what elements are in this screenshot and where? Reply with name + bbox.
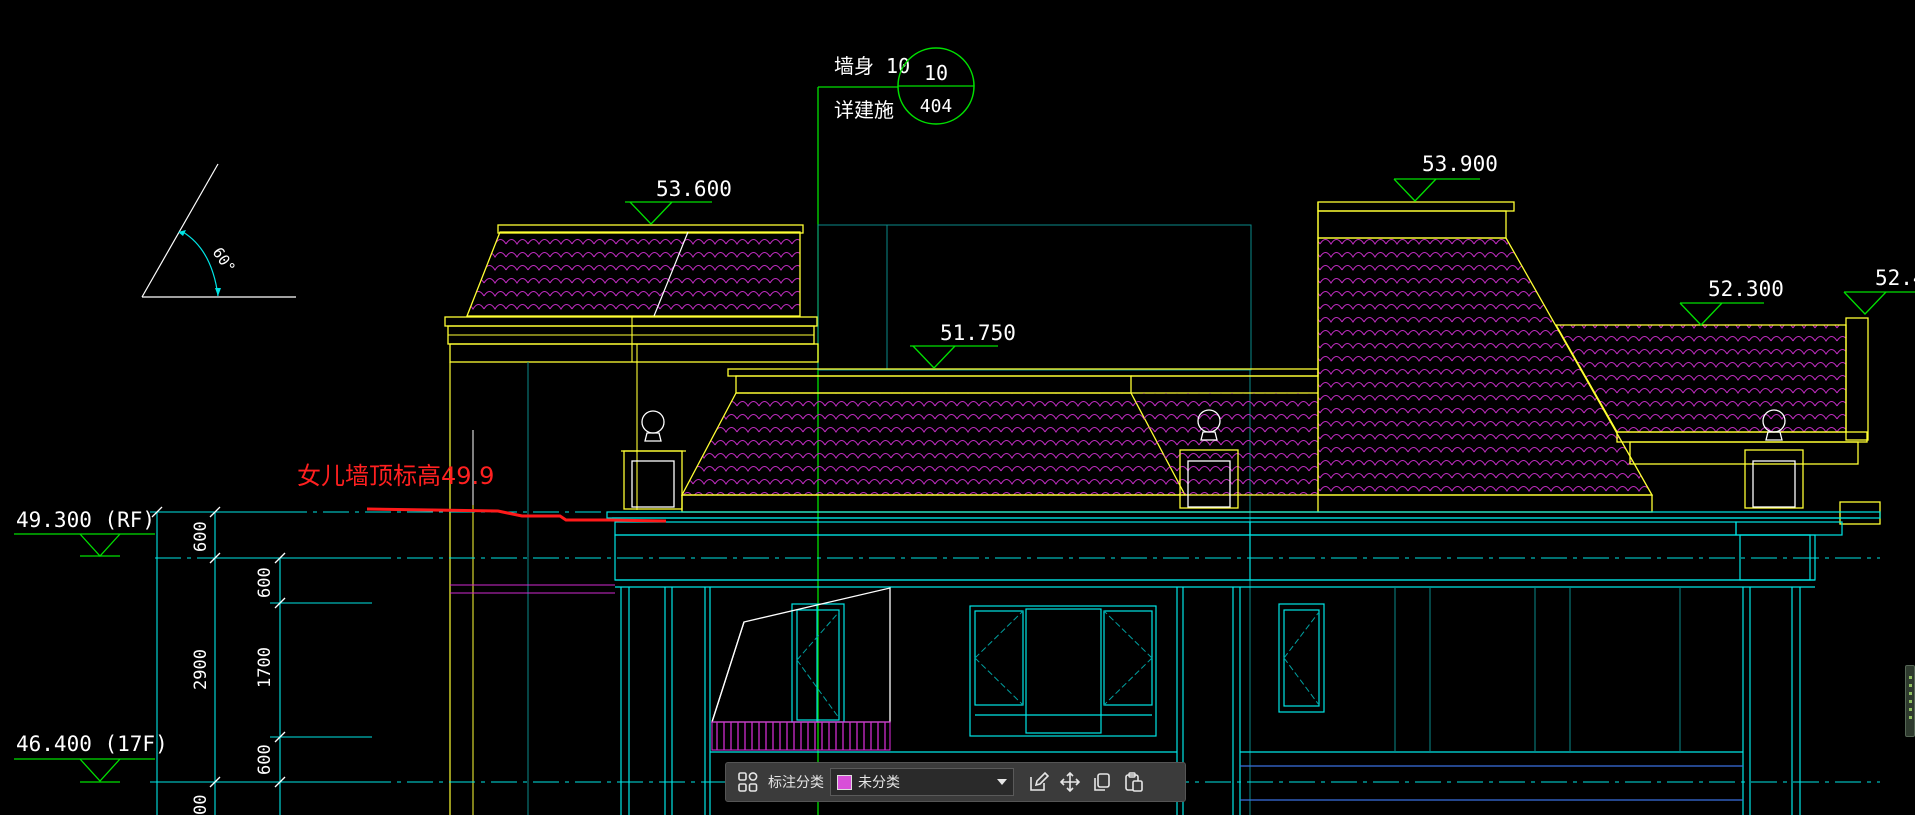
paste-icon [1125,772,1143,792]
copy-button[interactable] [1086,767,1118,797]
category-label: 标注分类 [768,775,824,791]
wall-callout-circle-top: 10 [924,61,948,85]
parapet-annotation-label: 女儿墙顶标高49.9 [297,462,494,490]
grid-button[interactable] [732,767,764,797]
annotation-toolbar: 标注分类 未分类 [725,762,1186,802]
elev-52300-label: 52.300 [1708,277,1784,301]
elev-mark-52300 [1679,302,1764,326]
roof-right-tall [1317,201,1654,512]
level-rf-label: 49.300 (RF) [16,508,155,532]
elev-mark-5240 [1843,291,1915,315]
edit-icon [1030,771,1049,791]
elev-53900-label: 53.900 [1422,152,1498,176]
elev-mark-51750 [910,345,998,369]
level-marker-17f [14,758,155,783]
dim-00-bottom: 00 [191,795,211,815]
chevron-down-icon [997,779,1007,785]
paste-button[interactable] [1118,767,1150,797]
move-button[interactable] [1054,767,1086,797]
elev-mark-53900 [1393,178,1480,202]
move-icon [1059,771,1081,793]
finials [621,409,1804,510]
wall-callout-line1: 墙身 10 [834,54,910,78]
windows [791,603,1325,737]
dimension-chain [150,511,372,815]
dim-600-low: 600 [255,744,275,775]
dim-1700: 1700 [255,647,275,688]
elev-51750-label: 51.750 [940,321,1016,345]
level-17f-label: 46.400 (17F) [16,732,168,756]
level-marker-rf [14,533,155,557]
category-color-swatch [837,774,852,790]
angle-sketch [141,163,296,298]
wall-callout-circle-bottom: 404 [920,96,953,117]
dim-600-top: 600 [191,521,211,552]
edit-button[interactable] [1022,767,1054,797]
copy-icon [1094,773,1110,791]
dim-600-mid: 600 [255,567,275,598]
category-selected-value: 未分类 [858,775,900,791]
facade-guides [1394,587,1681,752]
parapet-annotation-line [366,507,667,523]
roof-right-low [1554,317,1881,525]
wall-callout-circle [897,47,975,125]
grid-icon [738,772,758,792]
balcony [711,587,891,751]
level-lines [155,511,1880,783]
angle-label: 60° [209,244,239,277]
side-scroll-handle[interactable] [1905,665,1915,737]
facade [606,511,1881,815]
dim-2900: 2900 [191,649,211,690]
elev-5240-label: 52.40 [1875,266,1915,290]
category-select[interactable]: 未分类 [830,768,1014,796]
dimension-ticks [151,506,286,788]
window-diagonals [796,610,1320,719]
elev-mark-53600 [625,201,712,225]
elev-53600-label: 53.600 [656,177,732,201]
roof-middle [680,368,1653,513]
wall-callout-line2: 详建施 [834,98,894,122]
